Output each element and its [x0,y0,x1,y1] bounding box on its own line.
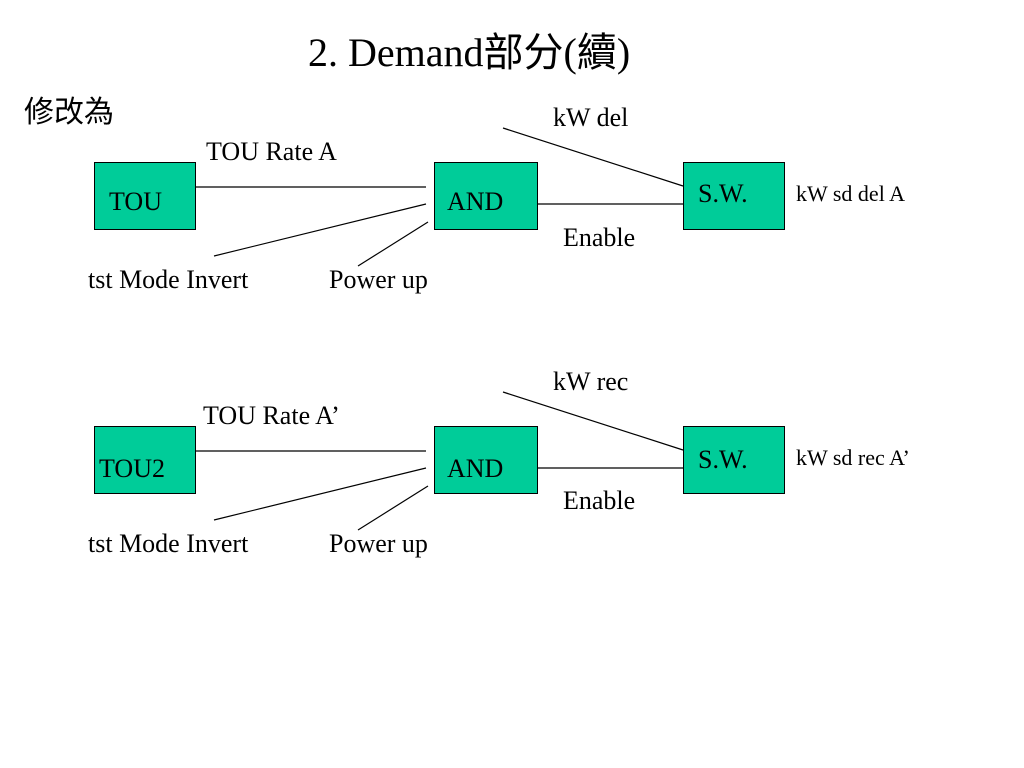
wire-power-to-and [357,221,429,267]
and-gate-label: AND [447,187,504,216]
and-gate-block-2: AND [434,426,538,494]
wire-test-to-and-2 [213,467,427,521]
tou-block: TOU [94,162,196,230]
test-mode-label: tst Mode Invert [88,265,249,294]
power-up-label-2: Power up [329,529,428,558]
test-mode-label-2: tst Mode Invert [88,529,249,558]
and-gate-label-2: AND [447,454,504,483]
wire-test-to-and [213,203,427,257]
switch-block: S.W. [683,162,785,230]
output-label-2: kW sd rec A’ [796,445,910,470]
page-title: 2. Demand部分(續) [308,30,631,75]
output-label: kW sd del A [796,181,905,206]
tou-block-label: TOU [109,187,162,216]
rate-label-2: TOU Rate A’ [203,401,340,430]
wire-power-to-and-2 [357,485,429,531]
switch-block-label: S.W. [698,179,748,208]
power-up-label: Power up [329,265,428,294]
wire-signal-to-switch [502,127,684,187]
switch-block-2: S.W. [683,426,785,494]
wire-signal-to-switch-2 [502,391,684,451]
enable-label: Enable [563,223,636,252]
signal-label: kW del [553,103,629,132]
switch-block-label-2: S.W. [698,445,748,474]
tou2-block: TOU2 [94,426,196,494]
and-gate-block: AND [434,162,538,230]
tou2-block-label: TOU2 [99,454,165,483]
signal-label-2: kW rec [553,367,629,396]
revision-note: 修改為 [24,96,114,129]
rate-label: TOU Rate A [206,137,337,166]
enable-label-2: Enable [563,486,636,515]
